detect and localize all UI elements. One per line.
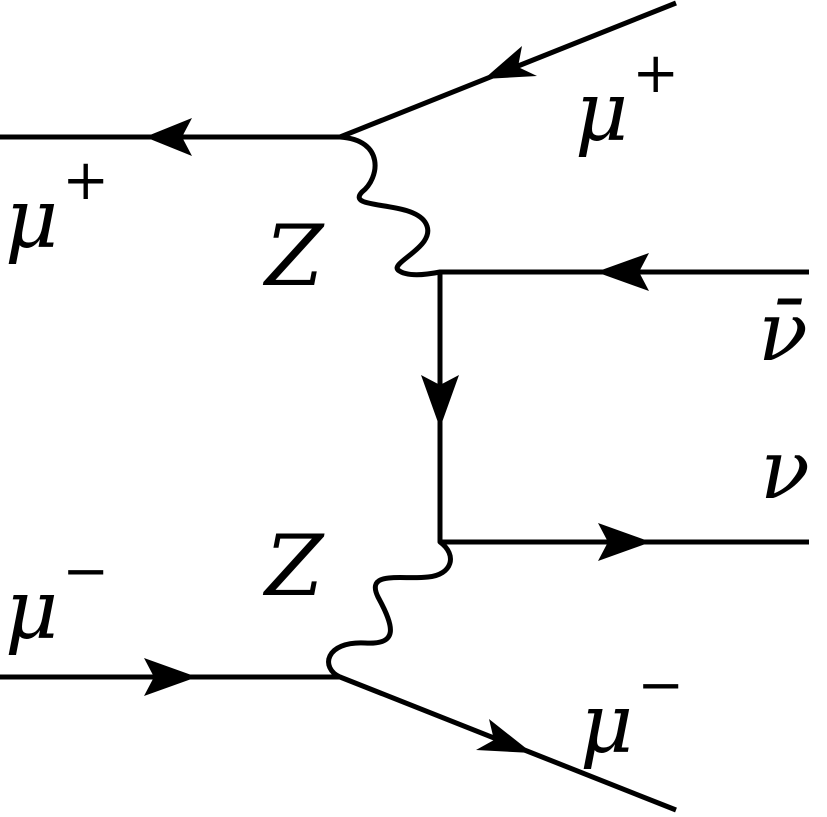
incoming-mu-minus-label: μ− (5, 539, 109, 658)
neutrino-arrow (598, 523, 651, 561)
incoming-mu-minus-arrow (144, 658, 197, 696)
antineutrino-arrow (596, 253, 649, 291)
upper-z-label: Z (262, 207, 325, 305)
outgoing-mu-plus-arrow (484, 46, 537, 79)
lower-z-boson-line (326, 539, 453, 680)
outgoing-mu-plus-label: μ+ (575, 41, 679, 160)
antineutrino-label: ν̄ (758, 285, 808, 380)
lower-z-label: Z (262, 517, 325, 615)
neutrino-label: ν (760, 423, 810, 518)
upper-z-boson-line (337, 134, 443, 278)
outgoing-mu-minus-arrow (476, 719, 532, 753)
outgoing-mu-minus-label: μ− (580, 653, 684, 772)
incoming-mu-plus-label: μ+ (5, 148, 109, 267)
propagator-arrow (421, 375, 459, 428)
incoming-mu-plus-arrow (145, 118, 192, 156)
